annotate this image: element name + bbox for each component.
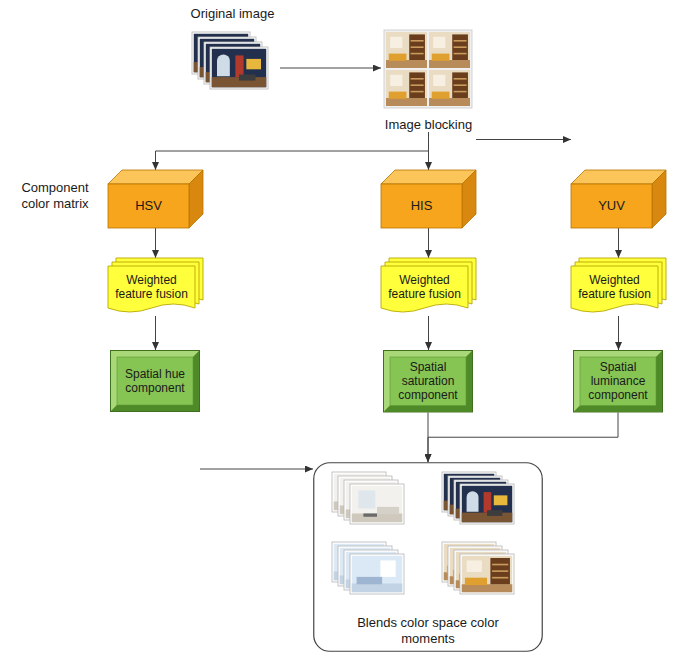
flow-arrow	[428, 132, 429, 170]
node-text: YUV	[598, 198, 625, 213]
result-image-stacks	[332, 472, 514, 594]
flow-arrow	[156, 132, 429, 170]
flow-arrow	[428, 412, 618, 462]
text-holder: Spatial luminance component	[582, 359, 654, 403]
text-holder: Weighted feature fusion	[573, 268, 656, 306]
text-holder: Original image	[185, 6, 280, 26]
node-text: Weighted feature fusion	[110, 273, 193, 301]
component-box: Spatial saturation component	[383, 350, 473, 412]
color-space-cube: YUV	[571, 170, 666, 228]
original-image-stack	[192, 32, 268, 89]
node-text: Original image	[191, 6, 275, 21]
image-block-grid	[384, 30, 472, 108]
text-holder: HSV	[108, 184, 189, 228]
side-label: Component color matrix	[6, 180, 104, 213]
node-text: Weighted feature fusion	[573, 273, 656, 301]
node-text: Spatial luminance component	[582, 360, 654, 402]
component-box: Spatial luminance component	[573, 350, 663, 412]
text-holder: Spatial hue component	[119, 359, 191, 403]
node-text: HIS	[411, 198, 433, 213]
color-space-cube: HSV	[108, 170, 203, 228]
node-text: Image blocking	[385, 117, 472, 132]
fusion-document: Weighted feature fusion	[381, 258, 476, 316]
text-holder: Weighted feature fusion	[383, 268, 466, 306]
flow-arrow	[155, 228, 156, 258]
node-text: Spatial hue component	[119, 367, 191, 395]
result-panel: Blends color space color moments	[313, 462, 543, 652]
node-text: Weighted feature fusion	[383, 273, 466, 301]
flow-arrow	[428, 316, 429, 350]
text-holder: YUV	[571, 184, 652, 228]
text-holder: Weighted feature fusion	[110, 268, 193, 306]
fusion-document: Weighted feature fusion	[571, 258, 666, 316]
flow-arrow	[200, 469, 313, 470]
component-box: Spatial hue component	[110, 350, 200, 412]
pic-bottom-outline	[381, 28, 476, 132]
node-text: Blends color space color moments	[333, 615, 523, 646]
fusion-document: Weighted feature fusion	[108, 258, 203, 316]
flow-arrow	[280, 68, 381, 69]
text-holder: HIS	[381, 184, 462, 228]
flow-arrow	[155, 316, 156, 350]
flow-arrow	[476, 139, 571, 140]
text-holder: Spatial saturation component	[392, 359, 464, 403]
text-holder: Blends color space color moments	[333, 602, 523, 646]
text-holder: Image blocking	[381, 112, 476, 132]
flow-arrow	[618, 228, 619, 258]
image-caption-node: Original image	[185, 6, 280, 106]
node-text: Spatial saturation component	[392, 360, 464, 402]
image-caption-node: Image blocking	[381, 28, 476, 132]
color-space-cube: HIS	[381, 170, 476, 228]
flow-arrow	[618, 316, 619, 350]
flow-arrow	[428, 228, 429, 258]
node-text: HSV	[135, 198, 162, 213]
